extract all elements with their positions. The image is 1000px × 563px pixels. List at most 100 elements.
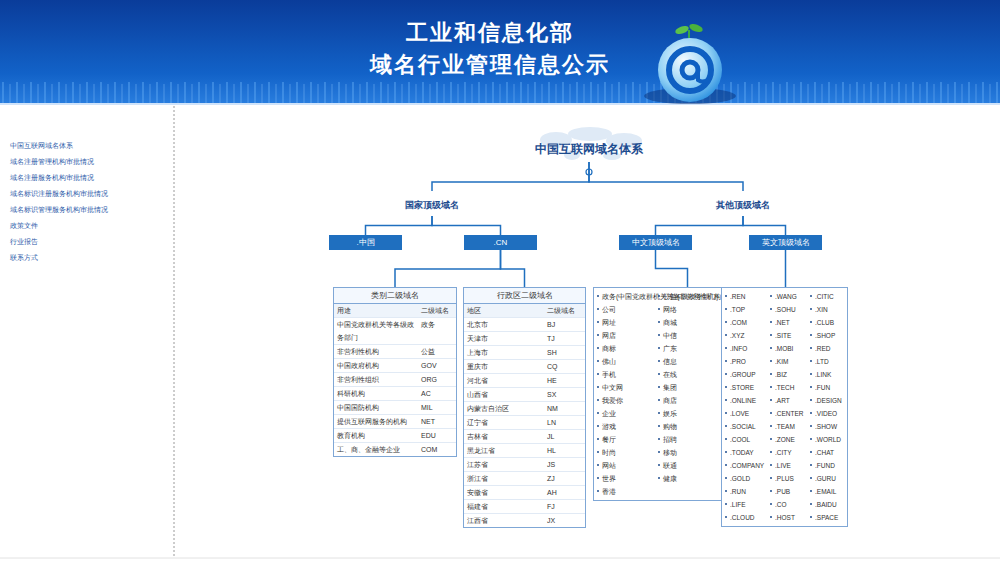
table-cell: 江苏省 bbox=[464, 457, 544, 471]
domain-box: .CN bbox=[464, 235, 537, 250]
domain-table: 行政区二级域名地区二级域名北京市BJ天津市TJ上海市SH重庆市CQ河北省HE山西… bbox=[463, 287, 586, 528]
list-item: .ZONE bbox=[768, 433, 808, 446]
column-header: 地区 bbox=[464, 304, 544, 317]
box-label: 中文顶级域名 bbox=[632, 238, 680, 247]
list-item: 游戏 bbox=[595, 420, 656, 433]
list-text: .CHAT bbox=[815, 446, 834, 459]
table-cell: 中国政府机构 bbox=[334, 358, 418, 372]
list-item: .INFO bbox=[723, 342, 768, 355]
bullet-dot bbox=[597, 425, 599, 427]
bullet-dot bbox=[810, 334, 812, 336]
list-item: 佛山 bbox=[595, 355, 656, 368]
bullet-dot bbox=[658, 334, 660, 336]
list-item: 移动 bbox=[656, 446, 716, 459]
list-item: .SPACE bbox=[808, 511, 848, 524]
table-cell: 浙江省 bbox=[464, 471, 544, 485]
bullet-dot bbox=[597, 295, 599, 297]
list-item: 商城 bbox=[656, 316, 716, 329]
list-text: .RUN bbox=[730, 485, 746, 498]
list-item: .LTD bbox=[808, 355, 848, 368]
table-cell: SH bbox=[544, 345, 585, 359]
table-cell: BJ bbox=[544, 317, 585, 331]
list-text: 健康 bbox=[663, 472, 677, 485]
list-item: .CO bbox=[768, 498, 808, 511]
list-text: .LOVE bbox=[730, 407, 749, 420]
bullet-dot bbox=[597, 399, 599, 401]
list-text: 商标 bbox=[602, 342, 616, 355]
bullet-dot bbox=[770, 308, 772, 310]
list-item: 世界 bbox=[595, 472, 656, 485]
list-text: 移动 bbox=[663, 446, 677, 459]
list-text: 购物 bbox=[663, 420, 677, 433]
list-text: .TODAY bbox=[730, 446, 754, 459]
list-text: .TECH bbox=[775, 381, 795, 394]
table-grid: 用途二级域名中国党政群机关等各级政务部门政务非营利性机构公益中国政府机构GOV非… bbox=[334, 304, 456, 456]
bullet-dot bbox=[658, 451, 660, 453]
bullet-dot bbox=[810, 464, 812, 466]
list-text: .ZONE bbox=[775, 433, 795, 446]
list-item: .CLUB bbox=[808, 316, 848, 329]
list-item: 我爱你 bbox=[595, 394, 656, 407]
table-cell: SX bbox=[544, 387, 585, 401]
domain-box: .中国 bbox=[329, 235, 402, 250]
bullet-dot bbox=[725, 308, 727, 310]
list-text: 公益(非营利性机构) bbox=[663, 290, 724, 303]
list-item: .COOL bbox=[723, 433, 768, 446]
list-item: .FUND bbox=[808, 459, 848, 472]
list-text: .SPACE bbox=[815, 511, 838, 524]
banner-stripes bbox=[0, 82, 1000, 105]
bullet-dot bbox=[810, 425, 812, 427]
bullet-dot bbox=[770, 295, 772, 297]
bullet-dot bbox=[725, 399, 727, 401]
table-cell: 非营利性组织 bbox=[334, 372, 418, 386]
table-cell: AC bbox=[418, 386, 456, 400]
bullet-dot bbox=[658, 308, 660, 310]
nav-link: 行业报告 bbox=[10, 237, 38, 246]
list-item: .REN bbox=[723, 290, 768, 303]
list-text: 中文网 bbox=[602, 381, 623, 394]
column-header: 二级域名 bbox=[544, 304, 585, 317]
table-cell: ZJ bbox=[544, 471, 585, 485]
list-item: 企业 bbox=[595, 407, 656, 420]
bullet-dot bbox=[597, 490, 599, 492]
table-heading: 类别二级域名 bbox=[334, 288, 456, 304]
bullet-dot bbox=[597, 438, 599, 440]
list-item: .NET bbox=[768, 316, 808, 329]
bullet-dot bbox=[725, 386, 727, 388]
list-item: .STORE bbox=[723, 381, 768, 394]
tree-connector bbox=[432, 216, 501, 235]
list-item: .KIM bbox=[768, 355, 808, 368]
bullet-dot bbox=[725, 321, 727, 323]
list-item: .COMPANY bbox=[723, 459, 768, 472]
bullet-dot bbox=[810, 347, 812, 349]
table-cell: 安徽省 bbox=[464, 485, 544, 499]
table-cell: 黑龙江省 bbox=[464, 443, 544, 457]
list-text: 招聘 bbox=[663, 433, 677, 446]
bullet-dot bbox=[770, 360, 772, 362]
list-text: .BAIDU bbox=[815, 498, 837, 511]
bullet-dot bbox=[810, 308, 812, 310]
table-grid: 地区二级域名北京市BJ天津市TJ上海市SH重庆市CQ河北省HE山西省SX内蒙古自… bbox=[464, 304, 585, 527]
list-item: .BAIDU bbox=[808, 498, 848, 511]
list-text: .GURU bbox=[815, 472, 836, 485]
bullet-dot bbox=[770, 490, 772, 492]
list-item: .TODAY bbox=[723, 446, 768, 459]
bullet-dot bbox=[770, 399, 772, 401]
list-item: 中文网 bbox=[595, 381, 656, 394]
list-text: .CO bbox=[775, 498, 787, 511]
bullet-dot bbox=[810, 412, 812, 414]
list-text: 手机 bbox=[602, 368, 616, 381]
list-item: 餐厅 bbox=[595, 433, 656, 446]
table-cell: 福建省 bbox=[464, 499, 544, 513]
box-label: .中国 bbox=[356, 238, 374, 247]
table-cell: JL bbox=[544, 429, 585, 443]
table-cell: 政务 bbox=[418, 317, 456, 344]
bullet-dot bbox=[770, 412, 772, 414]
list-item: 手机 bbox=[595, 368, 656, 381]
bullet-dot bbox=[725, 334, 727, 336]
list-item: 网站 bbox=[595, 459, 656, 472]
nav-link: 中国互联网域名体系 bbox=[10, 141, 73, 150]
list-item: .TOP bbox=[723, 303, 768, 316]
banner bbox=[0, 0, 1000, 105]
